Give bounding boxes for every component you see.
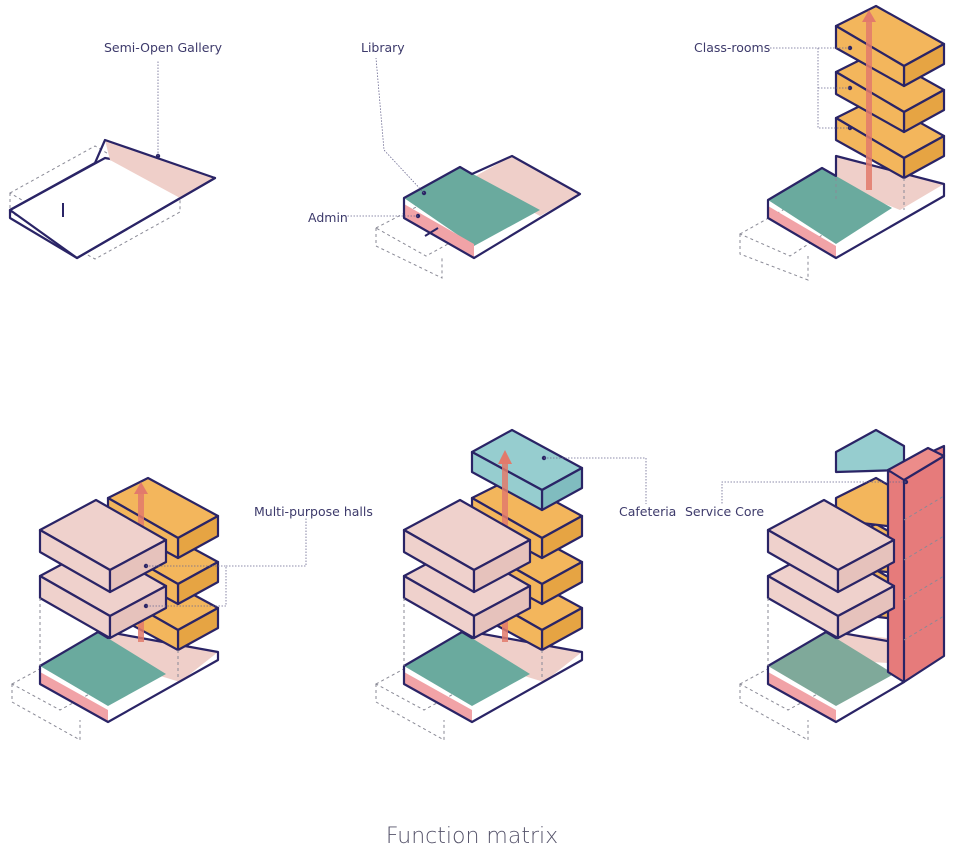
panel-semi-open-gallery: Semi-Open Gallery bbox=[8, 40, 223, 260]
admin-block bbox=[768, 672, 836, 722]
hall-dot bbox=[143, 603, 149, 609]
cafeteria-leader-line bbox=[544, 457, 647, 504]
library-block bbox=[768, 168, 892, 244]
label-class-rooms: Class-rooms bbox=[694, 40, 770, 55]
cafeteria-block bbox=[834, 428, 906, 474]
panel-multi-purpose-halls: Multi-purpose halls bbox=[10, 476, 373, 741]
hall-stack bbox=[38, 498, 168, 640]
gallery-extension bbox=[472, 632, 582, 682]
library-block bbox=[404, 167, 540, 246]
admin-block bbox=[404, 204, 474, 258]
hall-stack bbox=[766, 498, 896, 640]
service-core-tower bbox=[886, 444, 946, 684]
admin-block bbox=[404, 672, 472, 722]
label-library: Library bbox=[361, 40, 405, 55]
classroom-dot bbox=[847, 45, 853, 51]
label-semi-open-gallery: Semi-Open Gallery bbox=[104, 40, 223, 55]
panel-library-admin: Library Admin bbox=[308, 40, 582, 279]
panel-class-rooms: Class-rooms bbox=[694, 4, 946, 281]
hall-leader-line bbox=[226, 518, 307, 567]
label-service-core: Service Core bbox=[685, 504, 764, 519]
diagram-title: Function matrix bbox=[386, 824, 558, 849]
panel-cafeteria: Cafeteria bbox=[374, 428, 676, 741]
library-block bbox=[40, 632, 166, 706]
service-core-leader-line bbox=[721, 481, 906, 504]
dashed-outline bbox=[374, 204, 472, 279]
panel-service-core: Service Core bbox=[685, 428, 946, 741]
label-admin: Admin bbox=[308, 210, 348, 225]
library-leader-line bbox=[375, 57, 425, 194]
gallery-extension bbox=[472, 156, 580, 216]
library-block bbox=[404, 632, 530, 706]
gallery-slab bbox=[8, 138, 217, 260]
classroom-dot bbox=[847, 85, 853, 91]
entry-marker-icon bbox=[424, 227, 439, 237]
label-multi-purpose-halls: Multi-purpose halls bbox=[254, 504, 373, 519]
hall-leader-line bbox=[146, 565, 227, 607]
label-cafeteria: Cafeteria bbox=[619, 504, 676, 519]
gallery-extension bbox=[836, 156, 944, 210]
library-block bbox=[768, 632, 894, 706]
hall-stack bbox=[402, 498, 532, 640]
arrow-up-icon bbox=[862, 10, 876, 190]
classroom-stack bbox=[834, 4, 946, 180]
cafeteria-block bbox=[470, 428, 584, 512]
admin-block bbox=[40, 672, 108, 722]
admin-block bbox=[768, 206, 836, 258]
gallery-extension bbox=[108, 632, 218, 682]
